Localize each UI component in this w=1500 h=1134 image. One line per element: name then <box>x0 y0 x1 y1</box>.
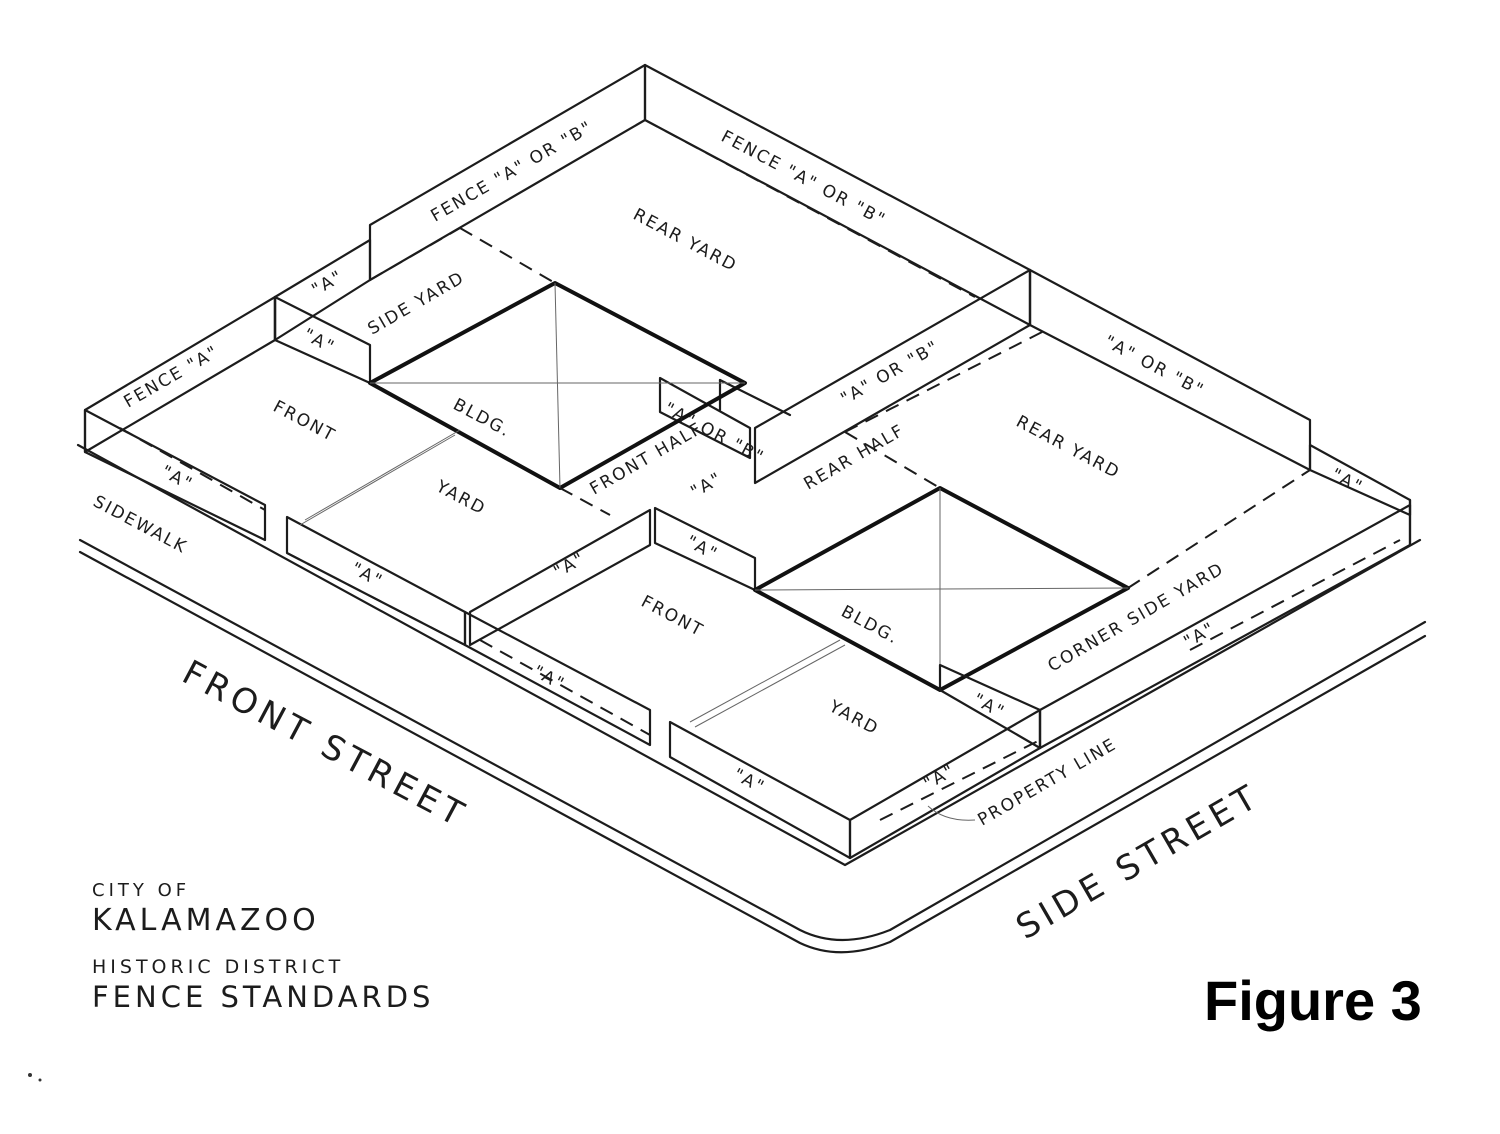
sidewalk-label: SIDEWALK <box>90 492 191 558</box>
rear-yard-2-label: REAR YARD <box>1013 412 1124 484</box>
a-lot2-side-label: "A" <box>683 532 722 565</box>
yard-2-label: YARD <box>825 696 883 739</box>
ab-right-label: "A" OR "B" <box>1101 332 1208 402</box>
a-corner-label: "A" <box>1181 618 1220 652</box>
title-line-4: FENCE STANDARDS <box>92 980 435 1014</box>
a-bottom2-label: "A" <box>921 760 960 794</box>
side-street-label: SIDE STREET <box>1010 776 1268 948</box>
rear-half-label: REAR HALF <box>801 420 909 494</box>
title-line-2: KALAMAZOO <box>92 903 320 938</box>
a-lot2-top-label: "A" <box>688 468 727 502</box>
lot-divider-fence <box>658 376 752 460</box>
property-line-pointer <box>927 805 976 821</box>
front-1-label: FRONT <box>270 397 339 447</box>
sidewalk-fence-left <box>83 408 267 542</box>
curb-line-inner-2 <box>78 550 1427 954</box>
front-2-label: FRONT <box>638 592 707 642</box>
title-line-1: CITY OF <box>92 880 191 901</box>
lot2-sidewalk-fence <box>463 610 652 747</box>
side-yard-label: SIDE YARD <box>365 268 469 340</box>
property-line-label: PROPERTY LINE <box>975 734 1121 830</box>
rear-yard-1-label: REAR YARD <box>630 205 741 277</box>
ab-center-label: "A" OR "B" <box>838 337 944 410</box>
front-street-label: FRONT STREET <box>176 653 474 837</box>
curb-line-inner <box>78 538 1427 942</box>
curb-line-outer <box>76 443 1422 867</box>
a-lot2-mid-label: "A" <box>551 548 590 582</box>
bldg-1-label: BLDG. <box>450 395 515 442</box>
a-label-1: "A" <box>309 266 348 300</box>
fence-ab-top-label: FENCE "A" OR "B" <box>718 127 890 231</box>
side-street-fence <box>1038 503 1412 750</box>
lot2-sidewalk-fence-2 <box>668 720 852 860</box>
fence-ab-left-label: FENCE "A" OR "B" <box>428 117 597 226</box>
speck <box>28 1073 32 1077</box>
title-line-3: HISTORIC DISTRICT <box>92 956 345 978</box>
speck <box>38 1078 42 1082</box>
figure-label: Figure 3 <box>1204 969 1422 1032</box>
corner-divider-fence <box>938 663 1042 750</box>
yard-1-label: YARD <box>432 476 490 519</box>
lot2-front-fence-left <box>468 508 652 647</box>
